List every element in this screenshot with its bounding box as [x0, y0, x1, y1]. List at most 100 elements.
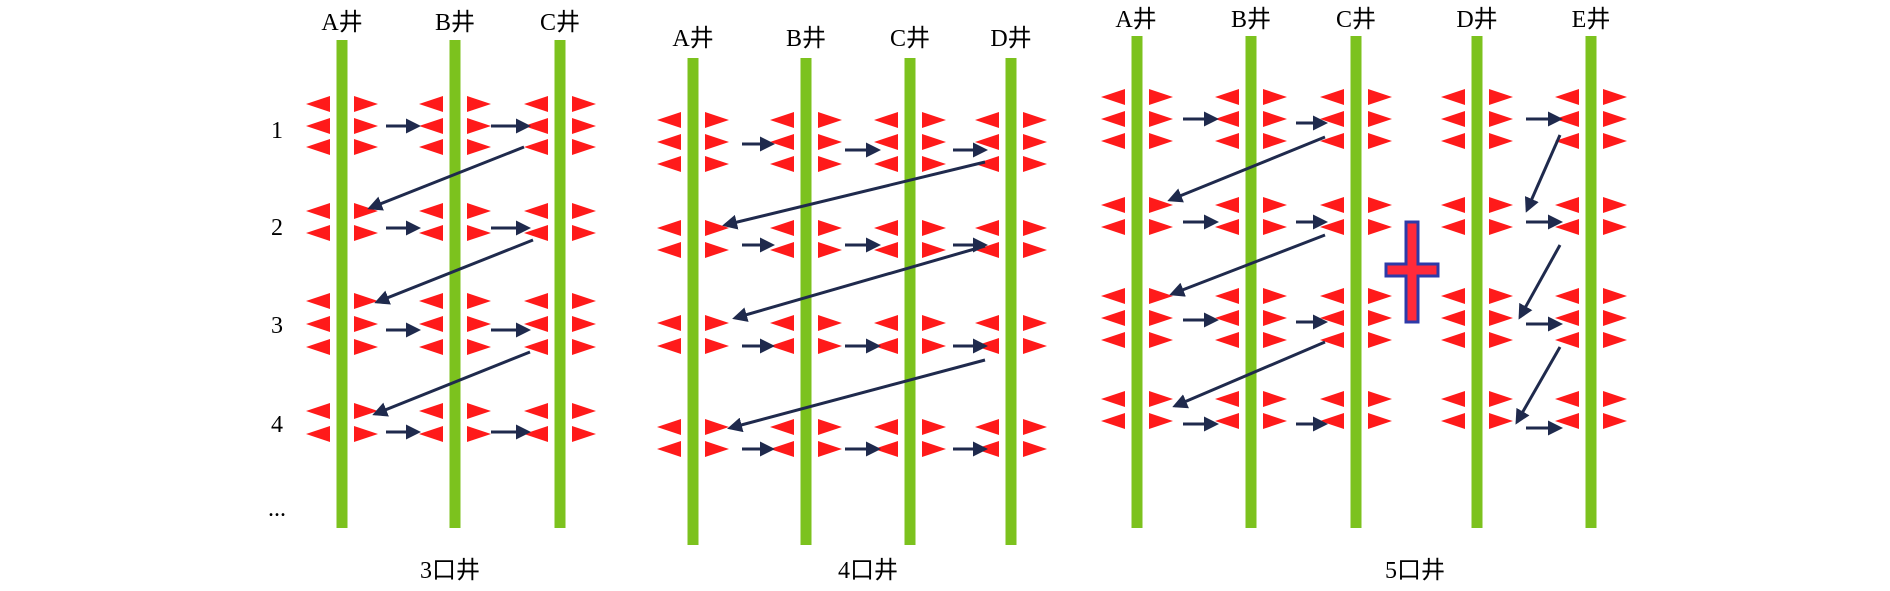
perforation-mark: [975, 441, 1047, 457]
perforation-mark: [874, 156, 946, 172]
perforation-mark: [657, 419, 729, 435]
well-label-a: A井: [672, 25, 713, 52]
well-line: [1131, 36, 1143, 528]
row-label-1: 1: [271, 118, 283, 144]
perforation-mark: [1441, 332, 1513, 348]
perforation-mark: [524, 293, 596, 309]
perforation-mark: [1320, 391, 1392, 407]
perforation-mark: [419, 316, 491, 332]
perforation-mark: [1441, 413, 1513, 429]
perforation-mark: [1101, 288, 1173, 304]
well-lines: [687, 58, 1017, 545]
sequence-arrow: [374, 238, 534, 305]
well-lines: [336, 40, 566, 528]
well-line: [1350, 36, 1362, 528]
perforation-mark: [1101, 332, 1173, 348]
perforation-mark: [975, 112, 1047, 128]
perforation-mark: [306, 139, 378, 155]
perforation-mark: [1441, 391, 1513, 407]
perforation-mark: [1320, 133, 1392, 149]
perforation-mark: [1101, 89, 1173, 105]
perforation-mark: [770, 156, 842, 172]
perforation-clusters: [657, 112, 1047, 457]
perforation-mark: [1320, 332, 1392, 348]
perforation-mark: [975, 242, 1047, 258]
well-line: [1471, 36, 1483, 528]
perforation-mark: [874, 242, 946, 258]
perforation-mark: [1101, 111, 1173, 127]
perforation-mark: [1215, 111, 1287, 127]
perforation-mark: [1320, 288, 1392, 304]
perforation-clusters: [1101, 89, 1627, 429]
perforation-mark: [1441, 310, 1513, 326]
perforation-mark: [1441, 111, 1513, 127]
well-label-d: D井: [990, 25, 1031, 52]
sequence-arrows: [367, 118, 534, 440]
perforation-mark: [1555, 111, 1627, 127]
sequence-arrow: [1524, 134, 1562, 213]
perforation-mark: [770, 338, 842, 354]
well-label-c: C井: [890, 25, 930, 52]
perforation-mark: [657, 220, 729, 236]
perforation-mark: [419, 293, 491, 309]
sequence-arrow: [732, 244, 986, 322]
well-label-a: A井: [1115, 6, 1156, 33]
perforation-mark: [419, 118, 491, 134]
perforation-mark: [1215, 288, 1287, 304]
perforation-mark: [524, 118, 596, 134]
perforation-mark: [1215, 310, 1287, 326]
perforation-mark: [1101, 413, 1173, 429]
perforation-mark: [975, 156, 1047, 172]
perforation-mark: [524, 339, 596, 355]
perforation-mark: [1215, 391, 1287, 407]
row-label-2: 2: [271, 215, 283, 241]
perforation-mark: [1441, 219, 1513, 235]
row-label-3: 3: [271, 313, 283, 339]
perforation-mark: [1555, 197, 1627, 213]
sequence-arrow: [722, 160, 986, 230]
perforation-mark: [770, 315, 842, 331]
perforation-mark: [1555, 219, 1627, 235]
perforation-mark: [1101, 310, 1173, 326]
perforation-mark: [524, 203, 596, 219]
panel-caption: 5口井: [1385, 557, 1445, 584]
perforation-mark: [770, 419, 842, 435]
perforation-mark: [657, 441, 729, 457]
well-label-e: E井: [1572, 6, 1611, 33]
perforation-mark: [306, 203, 378, 219]
perforation-mark: [1215, 89, 1287, 105]
perforation-mark: [1320, 89, 1392, 105]
row-labels: 1 2 3 4 ...: [268, 118, 286, 522]
perforation-mark: [975, 338, 1047, 354]
perforation-mark: [874, 441, 946, 457]
perforation-mark: [975, 220, 1047, 236]
perforation-mark: [1441, 89, 1513, 105]
perforation-mark: [306, 316, 378, 332]
perforation-mark: [306, 225, 378, 241]
perforation-mark: [1320, 310, 1392, 326]
perforation-mark: [1215, 413, 1287, 429]
perforation-mark: [524, 96, 596, 112]
perforation-mark: [524, 139, 596, 155]
well-label-c: C井: [1336, 6, 1376, 33]
perforation-mark: [1215, 219, 1287, 235]
perforation-mark: [1555, 310, 1627, 326]
perforation-mark: [419, 426, 491, 442]
sequence-arrow: [1167, 135, 1326, 203]
well-label-b: B井: [786, 25, 826, 52]
well-label-c: C井: [540, 9, 580, 36]
perforation-mark: [419, 203, 491, 219]
perforation-mark: [419, 403, 491, 419]
perforation-mark: [1101, 219, 1173, 235]
well-lines: [1131, 36, 1597, 528]
plug-shape: [1384, 220, 1440, 324]
perforation-mark: [657, 338, 729, 354]
well-label-a: A井: [321, 9, 362, 36]
perforation-mark: [1320, 111, 1392, 127]
sequence-arrows: [722, 136, 988, 457]
well-label-b: B井: [435, 9, 475, 36]
perforation-clusters: [306, 96, 596, 442]
panel-caption: 4口井: [838, 557, 898, 584]
perforation-mark: [419, 139, 491, 155]
well-line: [1245, 36, 1257, 528]
